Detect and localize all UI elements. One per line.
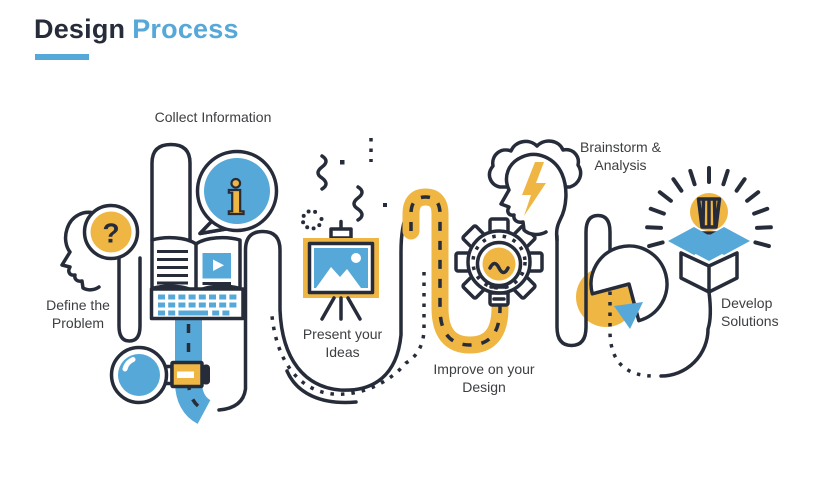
lightning-icon bbox=[522, 162, 546, 216]
title-underline bbox=[35, 54, 89, 60]
label-define-problem: Define the Problem bbox=[46, 297, 110, 331]
label-collect-information: Collect Information bbox=[154, 109, 272, 125]
info-glyph: i bbox=[227, 171, 244, 225]
pie-wedge-outline bbox=[589, 244, 669, 323]
easel-legs bbox=[320, 296, 362, 321]
label-improve-design: Improve on your Design bbox=[433, 361, 535, 395]
question-glyph: ? bbox=[102, 218, 119, 249]
play-icon bbox=[213, 259, 224, 271]
pie-slice-blue bbox=[614, 302, 643, 329]
idea-box-icon bbox=[645, 166, 773, 378]
keyboard-keys bbox=[158, 294, 237, 316]
pie-chart-icon bbox=[555, 213, 669, 378]
label-present-ideas: Present your Ideas bbox=[302, 326, 383, 360]
title-part-dark: Design bbox=[34, 14, 126, 44]
info-bubble-icon: i bbox=[195, 149, 279, 236]
book-keyboard-icon: i bbox=[109, 142, 279, 424]
gear-lightbulb-icon bbox=[454, 217, 544, 307]
confetti-dots bbox=[301, 209, 324, 231]
squiggle-decoration bbox=[316, 154, 328, 191]
collect-arch bbox=[150, 142, 192, 242]
idea-rays bbox=[645, 166, 773, 249]
label-develop-solutions: Develop Solutions bbox=[721, 295, 779, 329]
label-brainstorm-analysis: Brainstorm & Analysis bbox=[580, 139, 661, 173]
squiggle-decoration bbox=[352, 185, 364, 222]
title-part-blue: Process bbox=[132, 14, 239, 44]
flow-path-develop bbox=[659, 290, 713, 378]
book-text-lines bbox=[157, 250, 188, 285]
presentation-easel-icon bbox=[301, 138, 387, 321]
picture-mountains bbox=[316, 267, 361, 288]
road-path-yellow bbox=[402, 188, 509, 354]
picture-sun bbox=[351, 253, 361, 263]
box-flaps bbox=[668, 227, 750, 261]
flow-path-right bbox=[555, 213, 612, 348]
magnifier-icon bbox=[109, 345, 210, 405]
head-cloud-lightning-icon bbox=[487, 139, 583, 242]
